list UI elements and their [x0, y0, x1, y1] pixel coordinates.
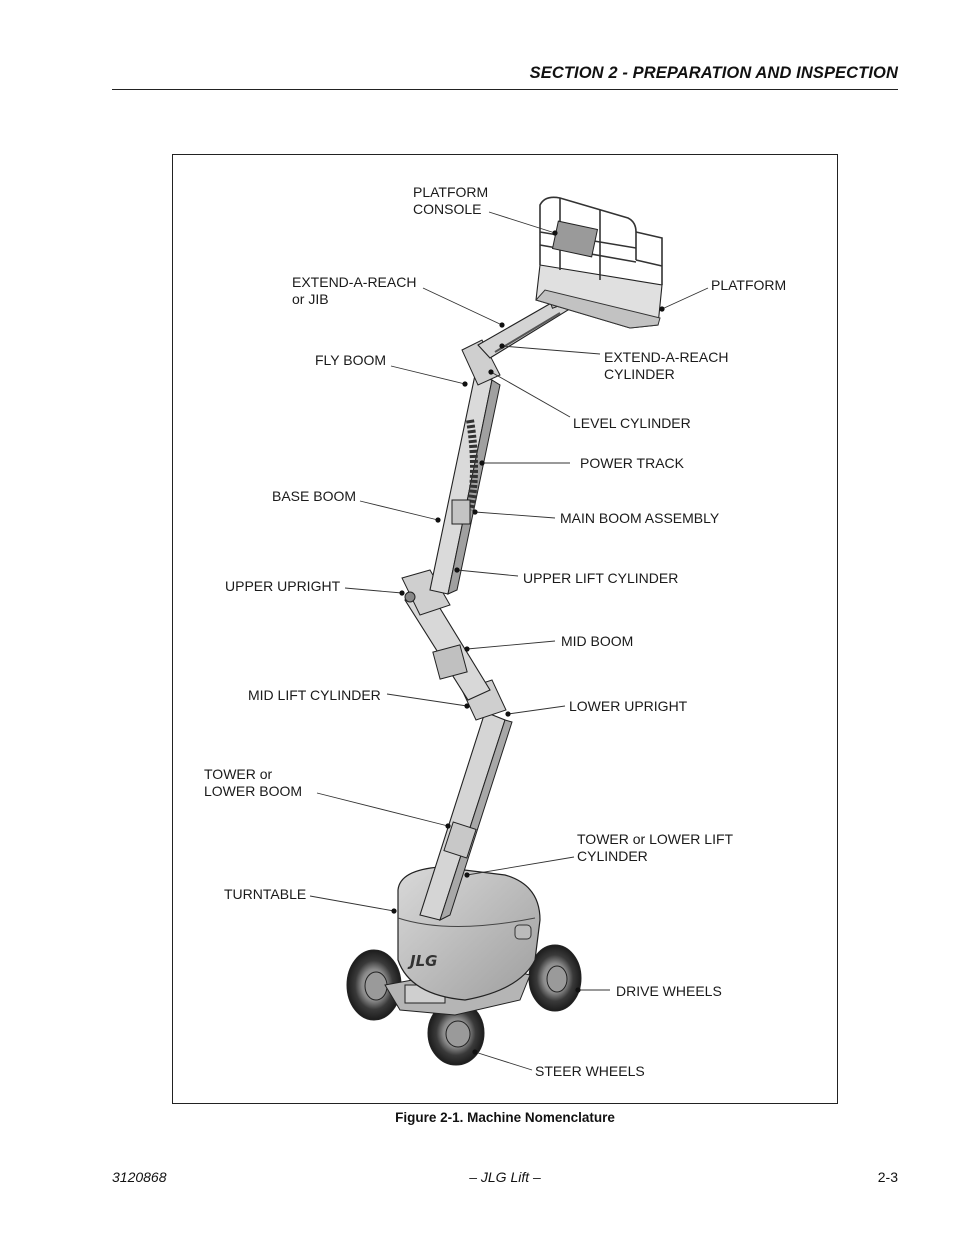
label-drive-wheels: DRIVE WHEELS [616, 983, 722, 999]
label-lower-upright: LOWER UPRIGHT [569, 698, 688, 714]
footer-center: – JLG Lift – [469, 1169, 541, 1185]
label-base-boom: BASE BOOM [272, 488, 357, 504]
figure-caption: Figure 2-1. Machine Nomenclature [395, 1110, 615, 1125]
label-mid-boom: MID BOOM [561, 633, 634, 649]
leader-dots [391, 230, 665, 1055]
figure-frame [172, 154, 838, 1104]
section-title: SECTION 2 - PREPARATION AND INSPECTION [529, 64, 898, 82]
wheel-front-right [427, 1000, 485, 1066]
doc-number: 3120868 [112, 1169, 167, 1185]
header-rule [112, 89, 898, 90]
label-power-track: POWER TRACK [580, 455, 684, 471]
label-mid-lift-cylinder: MID LIFT CYLINDER [248, 687, 381, 703]
page-number: 2-3 [877, 1169, 898, 1185]
label-upper-lift-cylinder: UPPER LIFT CYLINDER [523, 570, 679, 586]
label-steer-wheels: STEER WHEELS [535, 1063, 645, 1079]
label-main-boom-assembly: MAIN BOOM ASSEMBLY [560, 510, 720, 526]
wheel-rear-right [528, 944, 582, 1012]
label-turntable: TURNTABLE [224, 886, 307, 902]
label-fly-boom: FLY BOOM [315, 352, 387, 368]
jlg-logo: JLG [407, 952, 437, 970]
label-platform: PLATFORM [711, 277, 787, 293]
leader-lines [309, 211, 709, 1071]
label-upper-upright: UPPER UPRIGHT [225, 578, 341, 594]
label-level-cylinder: LEVEL CYLINDER [573, 415, 691, 431]
